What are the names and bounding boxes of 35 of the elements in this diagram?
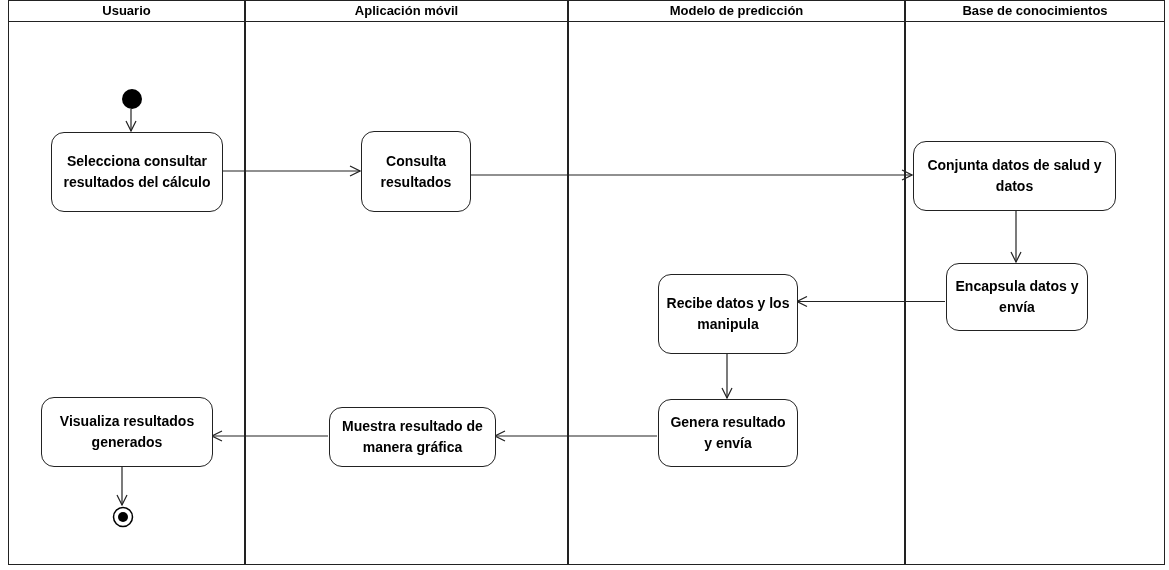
- action-box: [41, 397, 213, 467]
- action-label: Muestra resultado de manera gráfica: [341, 417, 484, 457]
- lane-header: Base de conocimientos: [906, 1, 1164, 22]
- swimlane: [245, 0, 568, 565]
- action-label: Visualiza resultados generados: [58, 412, 196, 452]
- arrow: [494, 430, 658, 442]
- arrow: [211, 430, 329, 442]
- action-box: [658, 274, 798, 354]
- action-box: [946, 263, 1088, 331]
- action-box: [361, 131, 471, 212]
- action-box: [329, 407, 496, 467]
- swimlane: [905, 0, 1165, 565]
- action-label: Conjunta datos de salud y datos: [926, 156, 1103, 196]
- action-label: Consulta resultados: [379, 151, 453, 192]
- arrow: [469, 169, 913, 181]
- swimlane: [568, 0, 905, 565]
- final-node: [112, 506, 134, 528]
- action-label: Recibe datos y los manipula: [665, 294, 791, 334]
- action-label: Genera resultado y envía: [669, 413, 787, 453]
- action-box: [51, 132, 223, 212]
- action-label: Selecciona consultar resultados del cálculo: [62, 152, 212, 192]
- arrow: [125, 108, 137, 132]
- initial-node: [121, 88, 143, 110]
- arrow: [1010, 209, 1022, 263]
- arrow: [116, 465, 128, 506]
- action-label: Encapsula datos y envía: [954, 277, 1080, 317]
- arrow: [721, 352, 733, 399]
- lane-header: Aplicación móvil: [246, 1, 567, 22]
- action-box: [913, 141, 1116, 211]
- action-box: [658, 399, 798, 467]
- arrow: [221, 165, 361, 177]
- arrow: [796, 295, 946, 308]
- lane-header: Modelo de predicción: [569, 1, 904, 22]
- lane-header: Usuario: [9, 1, 244, 22]
- swimlane: [8, 0, 245, 565]
